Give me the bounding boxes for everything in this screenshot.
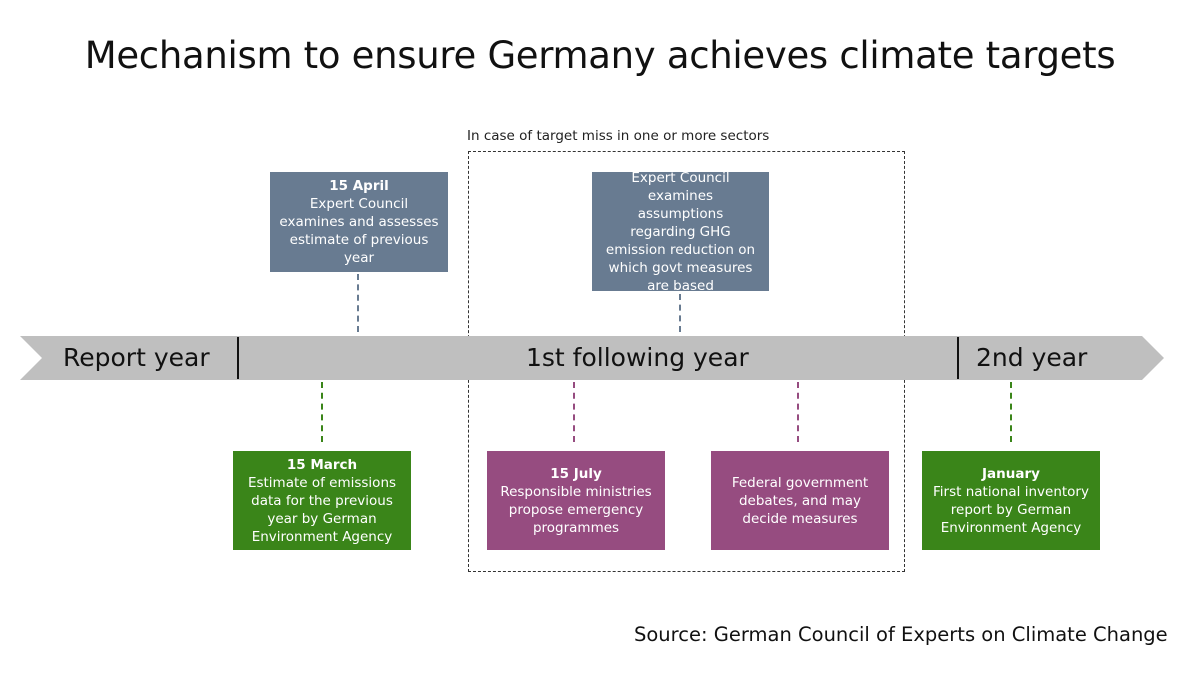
period-first-following-year: 1st following year <box>526 343 749 372</box>
event-card-expert-assumptions: Expert Council examines assumptions rega… <box>592 170 769 294</box>
event-text: Federal government debates, and may deci… <box>731 474 869 527</box>
event-date: 15 April <box>329 178 389 194</box>
event-text: Responsible ministries propose emergency… <box>500 483 652 536</box>
connector-15-july <box>573 382 575 442</box>
event-date: 15 March <box>286 456 358 473</box>
event-card-15-march: 15 March Estimate of emissions data for … <box>233 451 411 550</box>
event-card-federal-government: Federal government debates, and may deci… <box>711 451 889 550</box>
connector-15-march <box>321 382 323 442</box>
event-text: Expert Council examines assumptions rega… <box>605 169 756 294</box>
period-second-year: 2nd year <box>976 343 1088 372</box>
scenario-label: In case of target miss in one or more se… <box>467 128 770 144</box>
period-report-year: Report year <box>63 343 210 372</box>
connector-expert-assumptions <box>679 294 681 332</box>
event-text: Estimate of emissions data for the previ… <box>247 474 397 545</box>
timeline-divider-2 <box>957 337 959 379</box>
event-card-january: January First national inventory report … <box>922 451 1100 550</box>
event-text: First national inventory report by Germa… <box>933 483 1089 536</box>
event-card-15-april: 15 April Expert Council examines and ass… <box>270 172 448 272</box>
connector-15-april <box>357 274 359 332</box>
event-card-15-july: 15 July Responsible ministries propose e… <box>487 451 665 550</box>
timeline-chevron-icon <box>20 336 1164 380</box>
timeline-arrow <box>20 336 1164 380</box>
source-caption: Source: German Council of Experts on Cli… <box>634 623 1168 646</box>
page-title: Mechanism to ensure Germany achieves cli… <box>84 34 1116 77</box>
event-text: Expert Council examines and assesses est… <box>279 196 439 266</box>
event-date: January <box>982 465 1040 482</box>
event-date: 15 July <box>550 465 602 482</box>
timeline-divider-1 <box>237 337 239 379</box>
connector-january <box>1010 382 1012 442</box>
connector-federal-government <box>797 382 799 442</box>
